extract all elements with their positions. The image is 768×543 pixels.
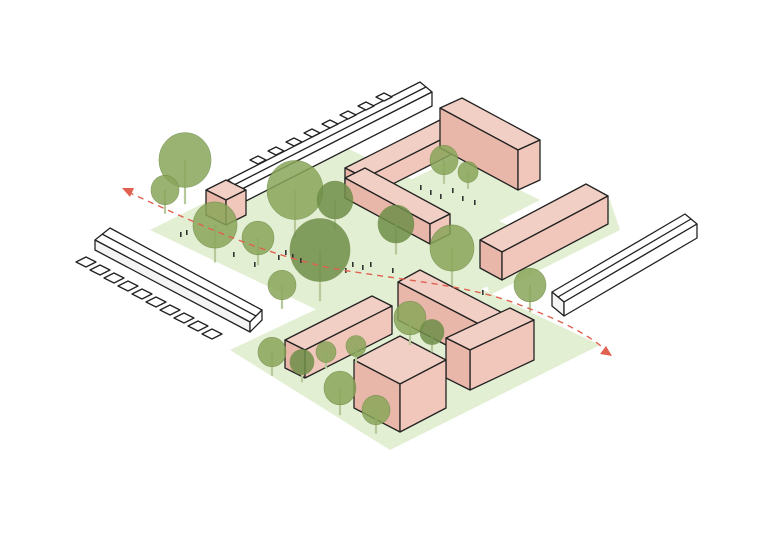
existing-building-east [551, 213, 698, 317]
tree-canopy [345, 335, 367, 357]
tree-court-1 [429, 145, 459, 184]
person-figure [180, 232, 182, 237]
tree-s-1 [257, 336, 287, 376]
tree-east [513, 267, 547, 313]
tree-canopy [289, 218, 351, 282]
person-figure [186, 230, 188, 235]
tree-s-5 [345, 335, 367, 363]
tree-canopy [377, 204, 415, 244]
person-figure [370, 262, 372, 267]
person-figure [474, 200, 476, 205]
tree-canopy [241, 220, 275, 256]
tree-center-1 [266, 160, 324, 238]
person-figure [292, 254, 294, 259]
person-figure [285, 250, 287, 255]
person-figure [352, 262, 354, 267]
tree-center-4 [267, 269, 297, 309]
pedestrian-route [122, 188, 612, 356]
tree-court-2 [457, 161, 479, 189]
tree-canopy [429, 224, 475, 272]
person-figure [278, 255, 280, 260]
person-figure [254, 262, 256, 267]
new-building-east-slab [479, 183, 609, 281]
tree-s-6 [315, 341, 337, 369]
person-figure [233, 252, 235, 257]
tree-s-3 [323, 370, 357, 416]
tree-canopy [429, 145, 459, 176]
existing-building-west [94, 227, 263, 333]
tree-canopy [315, 341, 337, 363]
person-figure [300, 258, 302, 263]
person-figure [482, 290, 484, 295]
tree-canopy [158, 132, 212, 188]
person-figure [430, 190, 432, 195]
tree-canopy [266, 160, 324, 220]
tree-canopy [513, 267, 547, 303]
garage-row-west [75, 256, 223, 340]
tree-s-court [393, 300, 427, 346]
tree-s-2 [289, 349, 315, 383]
tree-w-1 [192, 201, 238, 263]
tree-canopy [267, 269, 297, 300]
person-figure [452, 188, 454, 193]
tree-canopy [393, 300, 427, 336]
tree-canopy [457, 161, 479, 183]
tree-canopy [361, 394, 391, 425]
person-figure [392, 268, 394, 273]
tree-canopy [257, 336, 287, 367]
person-figure [440, 194, 442, 199]
tree-big-nw [158, 132, 212, 205]
tree-canopy [150, 175, 180, 206]
person-figure [420, 185, 422, 190]
tree-s-4 [361, 394, 391, 434]
tree-canopy [316, 180, 354, 220]
tree-park-se [429, 224, 475, 286]
tree-canopy [323, 370, 357, 406]
new-building-south-courtyard [284, 269, 535, 433]
tree-w-2 [241, 220, 275, 266]
route-arrow-west [122, 188, 134, 197]
tree-s-court-2 [419, 319, 445, 353]
person-figure [362, 265, 364, 270]
tree-canopy [192, 201, 238, 249]
tree-canopy [419, 319, 445, 345]
tree-nw-2 [150, 175, 180, 214]
route-arrow-east [600, 346, 612, 356]
person-figure [462, 196, 464, 201]
ground-north-court [400, 158, 540, 228]
tree-group [150, 132, 547, 434]
tree-park-e [377, 204, 415, 255]
tree-center-3 [289, 218, 351, 301]
tree-canopy [289, 349, 315, 375]
